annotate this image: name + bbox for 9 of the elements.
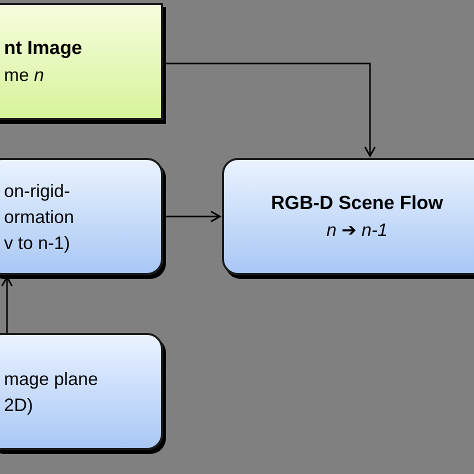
box-text: on-rigid- ormation v to n-1) — [4, 180, 76, 255]
box-text: n ➔ n-1 — [326, 218, 388, 242]
arrow — [163, 62, 376, 157]
box-title: RGB-D Scene Flow — [270, 192, 444, 216]
arrow — [1, 276, 13, 333]
arrow — [163, 210, 221, 222]
box-text: me n — [4, 64, 44, 86]
box-text: mage plane 2D) — [4, 368, 100, 417]
box-title: nt Image — [4, 36, 82, 60]
